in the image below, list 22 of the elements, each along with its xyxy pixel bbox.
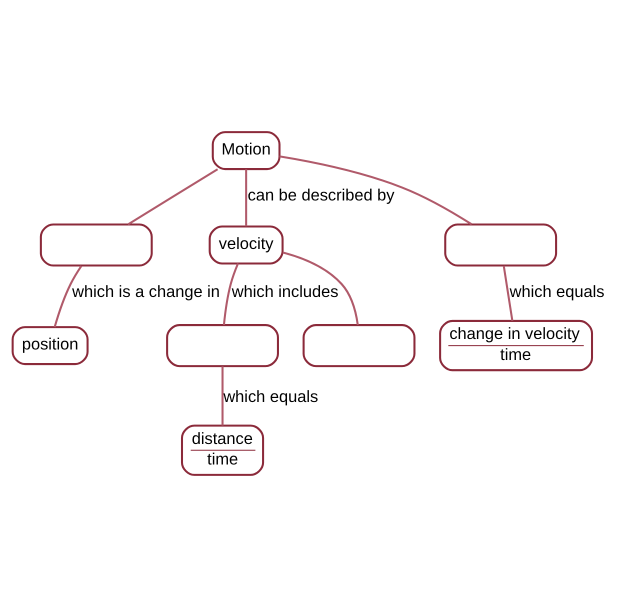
node-box: velocity: [208, 225, 284, 264]
node-box: [40, 222, 153, 266]
edge-label: which is a change in: [72, 282, 220, 301]
edge-label: which equals: [223, 387, 318, 406]
node-box: [166, 324, 279, 367]
edge-label: can be described by: [248, 186, 394, 204]
node-box: Motion: [212, 130, 281, 170]
connector: [222, 366, 224, 426]
edge-label: which equals: [510, 282, 605, 301]
node-box: position: [12, 326, 89, 365]
connector: [128, 168, 218, 225]
connector: [502, 265, 514, 320]
connector: [282, 250, 359, 325]
node-box: [302, 324, 416, 367]
connector: [54, 264, 82, 327]
node-box: distance time: [180, 424, 264, 476]
connector: [279, 154, 472, 225]
node-box: change in velocity time: [439, 319, 594, 371]
node-box: [444, 222, 558, 266]
connector: [245, 168, 248, 226]
connector: [222, 262, 239, 325]
edge-label: which includes: [232, 282, 338, 301]
